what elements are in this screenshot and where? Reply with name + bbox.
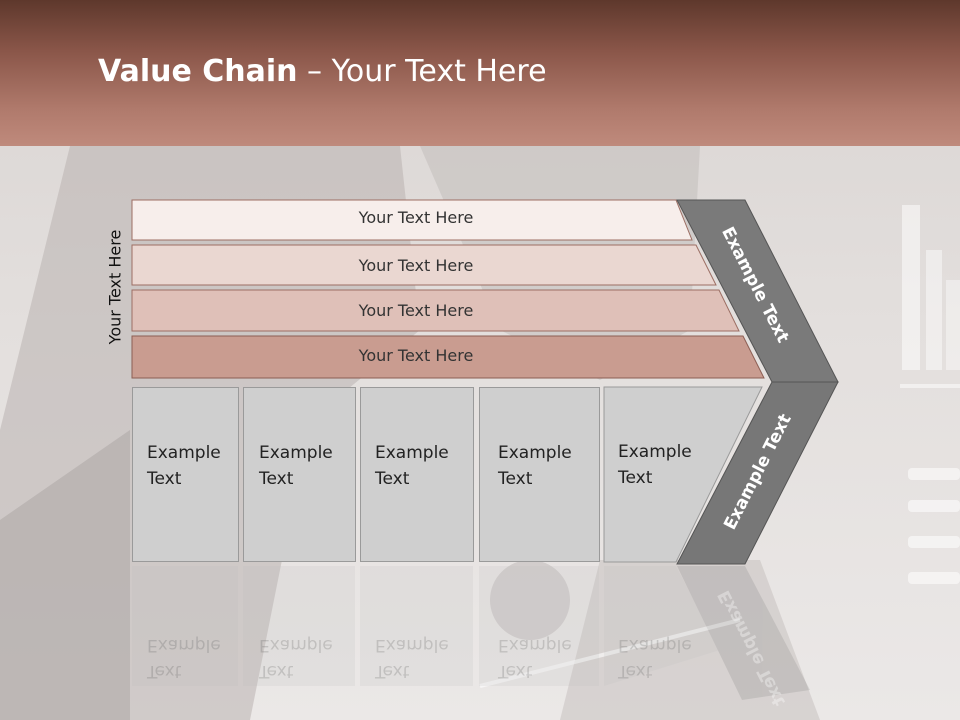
box-reflection-1: Text Example [147, 632, 237, 684]
reflection-3-line2: Text [375, 661, 410, 681]
box-reflection-4: Text Example [498, 632, 588, 684]
box-3-line2: Text [375, 469, 410, 489]
box-2-line1: Example [259, 443, 333, 463]
reflection-3-line1: Example [375, 635, 449, 655]
box-5-shape [603, 386, 763, 563]
reflection-5-line1: Example [618, 635, 692, 655]
reflection-1-line1: Example [147, 635, 221, 655]
box-5-line1: Example [618, 442, 692, 462]
band-4 [131, 335, 765, 379]
chevron-bottom [676, 381, 839, 565]
band-3 [131, 289, 740, 332]
slide-title: Value Chain – Your Text Here [98, 54, 547, 89]
box-reflection-3: Text Example [375, 632, 465, 684]
box-reflection-2: Text Example [259, 632, 349, 684]
reflection-2-line2: Text [259, 661, 294, 681]
band-2 [131, 244, 717, 286]
title-bold: Value Chain [98, 54, 298, 89]
box-5-line2: Text [618, 468, 653, 488]
box-1-line2: Text [147, 469, 182, 489]
box-4-line1: Example [498, 443, 572, 463]
title-rest: – Your Text Here [297, 54, 547, 89]
title-bar: Value Chain – Your Text Here [0, 0, 960, 146]
reflection-2-line1: Example [259, 635, 333, 655]
box-4-line2: Text [498, 469, 533, 489]
box-2-line2: Text [259, 469, 294, 489]
reflection-1-line2: Text [147, 661, 182, 681]
box-3-line1: Example [375, 443, 449, 463]
reflection-5-line2: Text [618, 661, 653, 681]
reflection-4-line2: Text [498, 661, 533, 681]
box-reflection-5: Text Example [618, 632, 708, 684]
band-1 [131, 199, 693, 241]
box-1-line1: Example [147, 443, 221, 463]
reflection-4-line1: Example [498, 635, 572, 655]
